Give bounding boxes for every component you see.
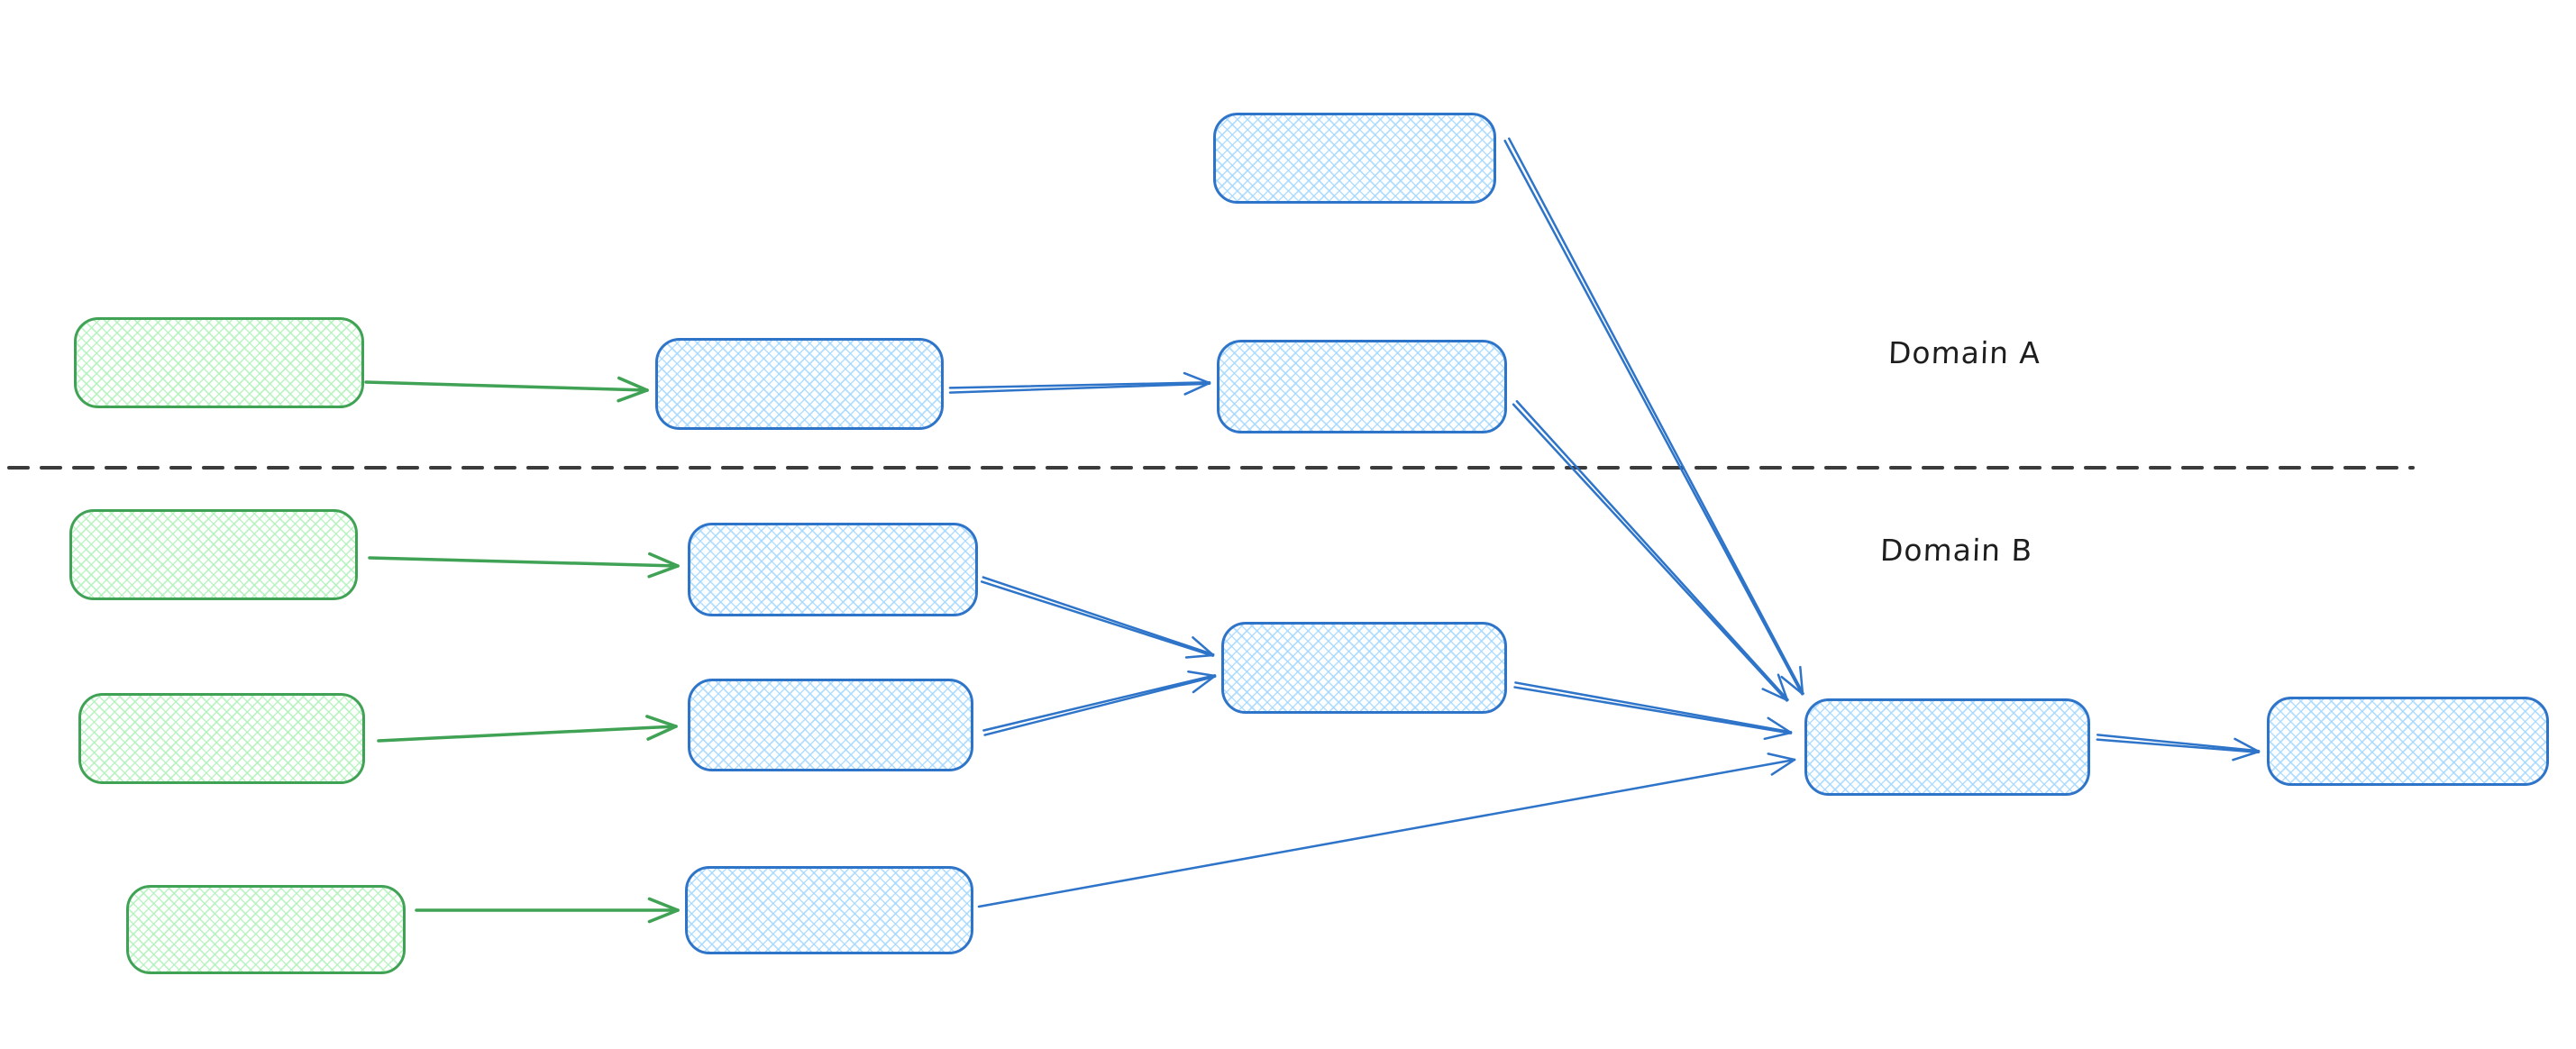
- edge-green-a-to-blue-a1: [364, 376, 649, 403]
- edge-green-b1-to-blue-b1: [368, 552, 680, 579]
- node-blue-sink[interactable]: [1804, 698, 2090, 796]
- node-blue-output[interactable]: [2267, 697, 2549, 786]
- edge-blue-b1-to-blue-b-merge: [980, 576, 1215, 659]
- node-blue-b2[interactable]: [688, 679, 973, 771]
- edge-blue-b-merge-to-blue-sink: [1513, 681, 1793, 741]
- node-blue-b-merge[interactable]: [1221, 622, 1507, 714]
- node-blue-a2[interactable]: [1217, 340, 1507, 433]
- node-green-b2[interactable]: [78, 693, 365, 784]
- node-blue-a1[interactable]: [655, 338, 944, 430]
- node-blue-top[interactable]: [1213, 113, 1496, 204]
- node-green-b3[interactable]: [126, 885, 406, 974]
- edge-blue-b2-to-blue-b-merge: [982, 670, 1217, 736]
- node-blue-b1[interactable]: [688, 523, 978, 616]
- edge-blue-top-to-blue-sink: [1503, 137, 1804, 696]
- edge-green-b3-to-blue-b3: [415, 897, 680, 924]
- node-green-b1[interactable]: [69, 509, 358, 600]
- edge-blue-a2-to-blue-sink: [1512, 399, 1789, 702]
- node-green-a[interactable]: [74, 317, 364, 408]
- edge-green-b2-to-blue-b2: [377, 715, 678, 743]
- node-blue-b3[interactable]: [685, 866, 973, 954]
- edge-blue-a1-to-blue-a2: [948, 371, 1211, 396]
- edge-blue-b3-to-blue-sink: [977, 753, 1796, 908]
- label-domain-b: Domain B: [1879, 533, 2033, 568]
- label-domain-a: Domain A: [1887, 335, 2042, 370]
- edge-blue-sink-to-blue-output: [2096, 734, 2261, 762]
